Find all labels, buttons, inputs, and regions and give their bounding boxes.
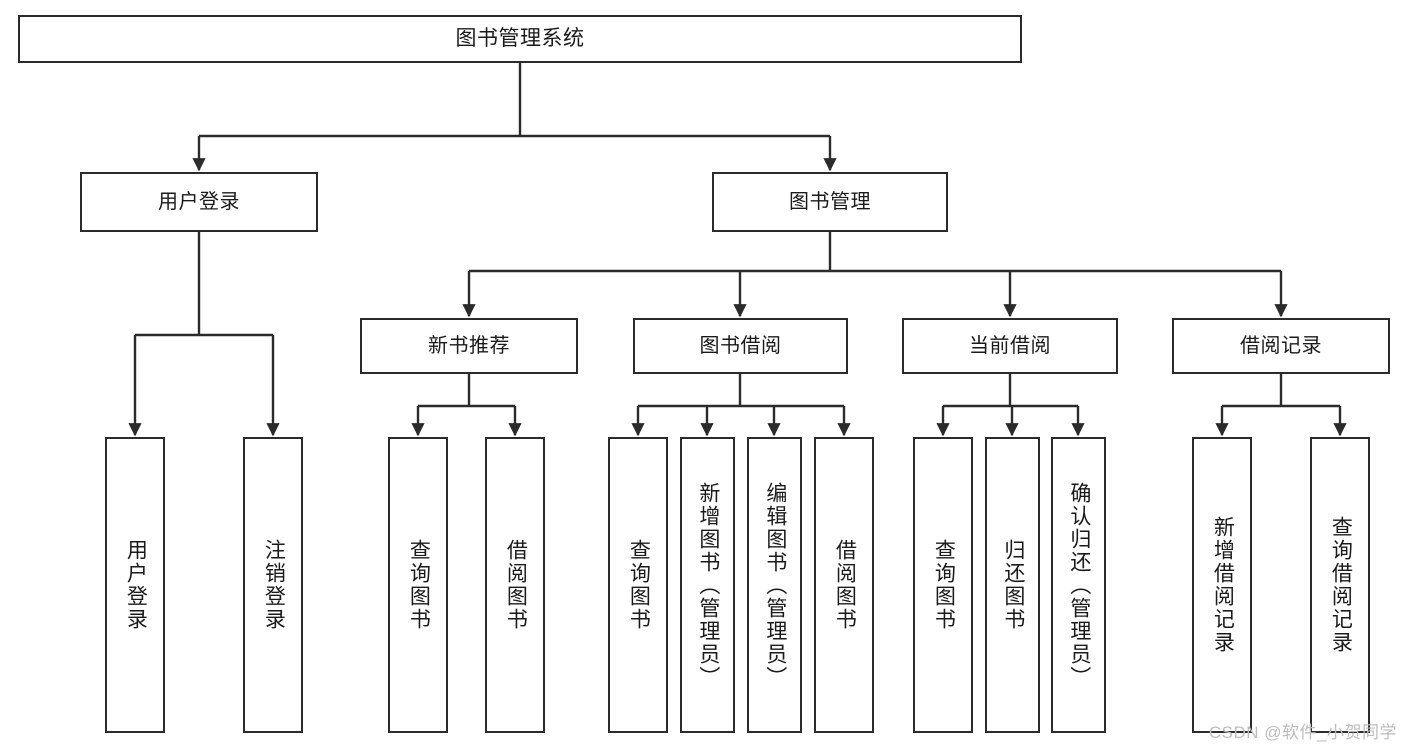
leaf-node-add-book-admin[interactable]: 新增图书（管理员）	[680, 437, 735, 733]
leaf-node-return-books[interactable]: 归还图书	[985, 437, 1040, 733]
node-label: 借阅图书	[833, 539, 857, 631]
node-current-borrowing[interactable]: 当前借阅	[902, 318, 1118, 374]
leaf-node-query-borrow-record[interactable]: 查询借阅记录	[1310, 437, 1370, 733]
node-user-login[interactable]: 用户登录	[80, 172, 318, 232]
node-label: 查询借阅记录	[1329, 516, 1353, 654]
node-label: 用户登录	[124, 539, 148, 631]
node-label: 新书推荐	[428, 334, 510, 357]
leaf-node-add-borrow-record[interactable]: 新增借阅记录	[1192, 437, 1252, 733]
node-borrowing-records[interactable]: 借阅记录	[1172, 318, 1390, 374]
leaf-node-confirm-return-admin[interactable]: 确认归还（管理员）	[1051, 437, 1106, 733]
leaf-node-user-login[interactable]: 用户登录	[105, 437, 165, 733]
node-label: 借阅图书	[504, 539, 528, 631]
node-label: 查询图书	[407, 539, 431, 631]
leaf-node-query-books-borrow[interactable]: 查询图书	[608, 437, 668, 733]
leaf-node-query-books-current[interactable]: 查询图书	[913, 437, 973, 733]
leaf-node-borrow-books-recommend[interactable]: 借阅图书	[485, 437, 545, 733]
node-label: 当前借阅	[969, 334, 1051, 357]
node-new-book-recommendation[interactable]: 新书推荐	[360, 318, 578, 374]
node-label: 确认归还（管理员）	[1067, 481, 1091, 689]
node-label: 归还图书	[1001, 539, 1025, 631]
node-book-borrowing[interactable]: 图书借阅	[633, 318, 848, 374]
node-book-management[interactable]: 图书管理	[712, 172, 948, 232]
node-label: 查询图书	[627, 539, 651, 631]
node-label: 注销登录	[262, 539, 286, 631]
leaf-node-logout[interactable]: 注销登录	[243, 437, 303, 733]
node-label: 查询图书	[932, 539, 956, 631]
node-label: 图书管理	[789, 190, 871, 213]
leaf-node-edit-book-admin[interactable]: 编辑图书（管理员）	[747, 437, 802, 733]
watermark-text: CSDN @软件_小贺同学	[1208, 723, 1397, 742]
leaf-node-borrow-books[interactable]: 借阅图书	[814, 437, 874, 733]
node-label: 新增借阅记录	[1211, 516, 1235, 654]
leaf-node-query-books-recommend[interactable]: 查询图书	[388, 437, 448, 733]
node-label: 图书管理系统	[455, 26, 585, 50]
node-label: 借阅记录	[1240, 334, 1322, 357]
node-label: 用户登录	[158, 190, 240, 213]
node-label: 编辑图书（管理员）	[763, 481, 787, 689]
node-label: 新增图书（管理员）	[696, 481, 720, 689]
node-label: 图书借阅	[699, 334, 782, 357]
node-book-management-system[interactable]: 图书管理系统	[18, 15, 1022, 63]
